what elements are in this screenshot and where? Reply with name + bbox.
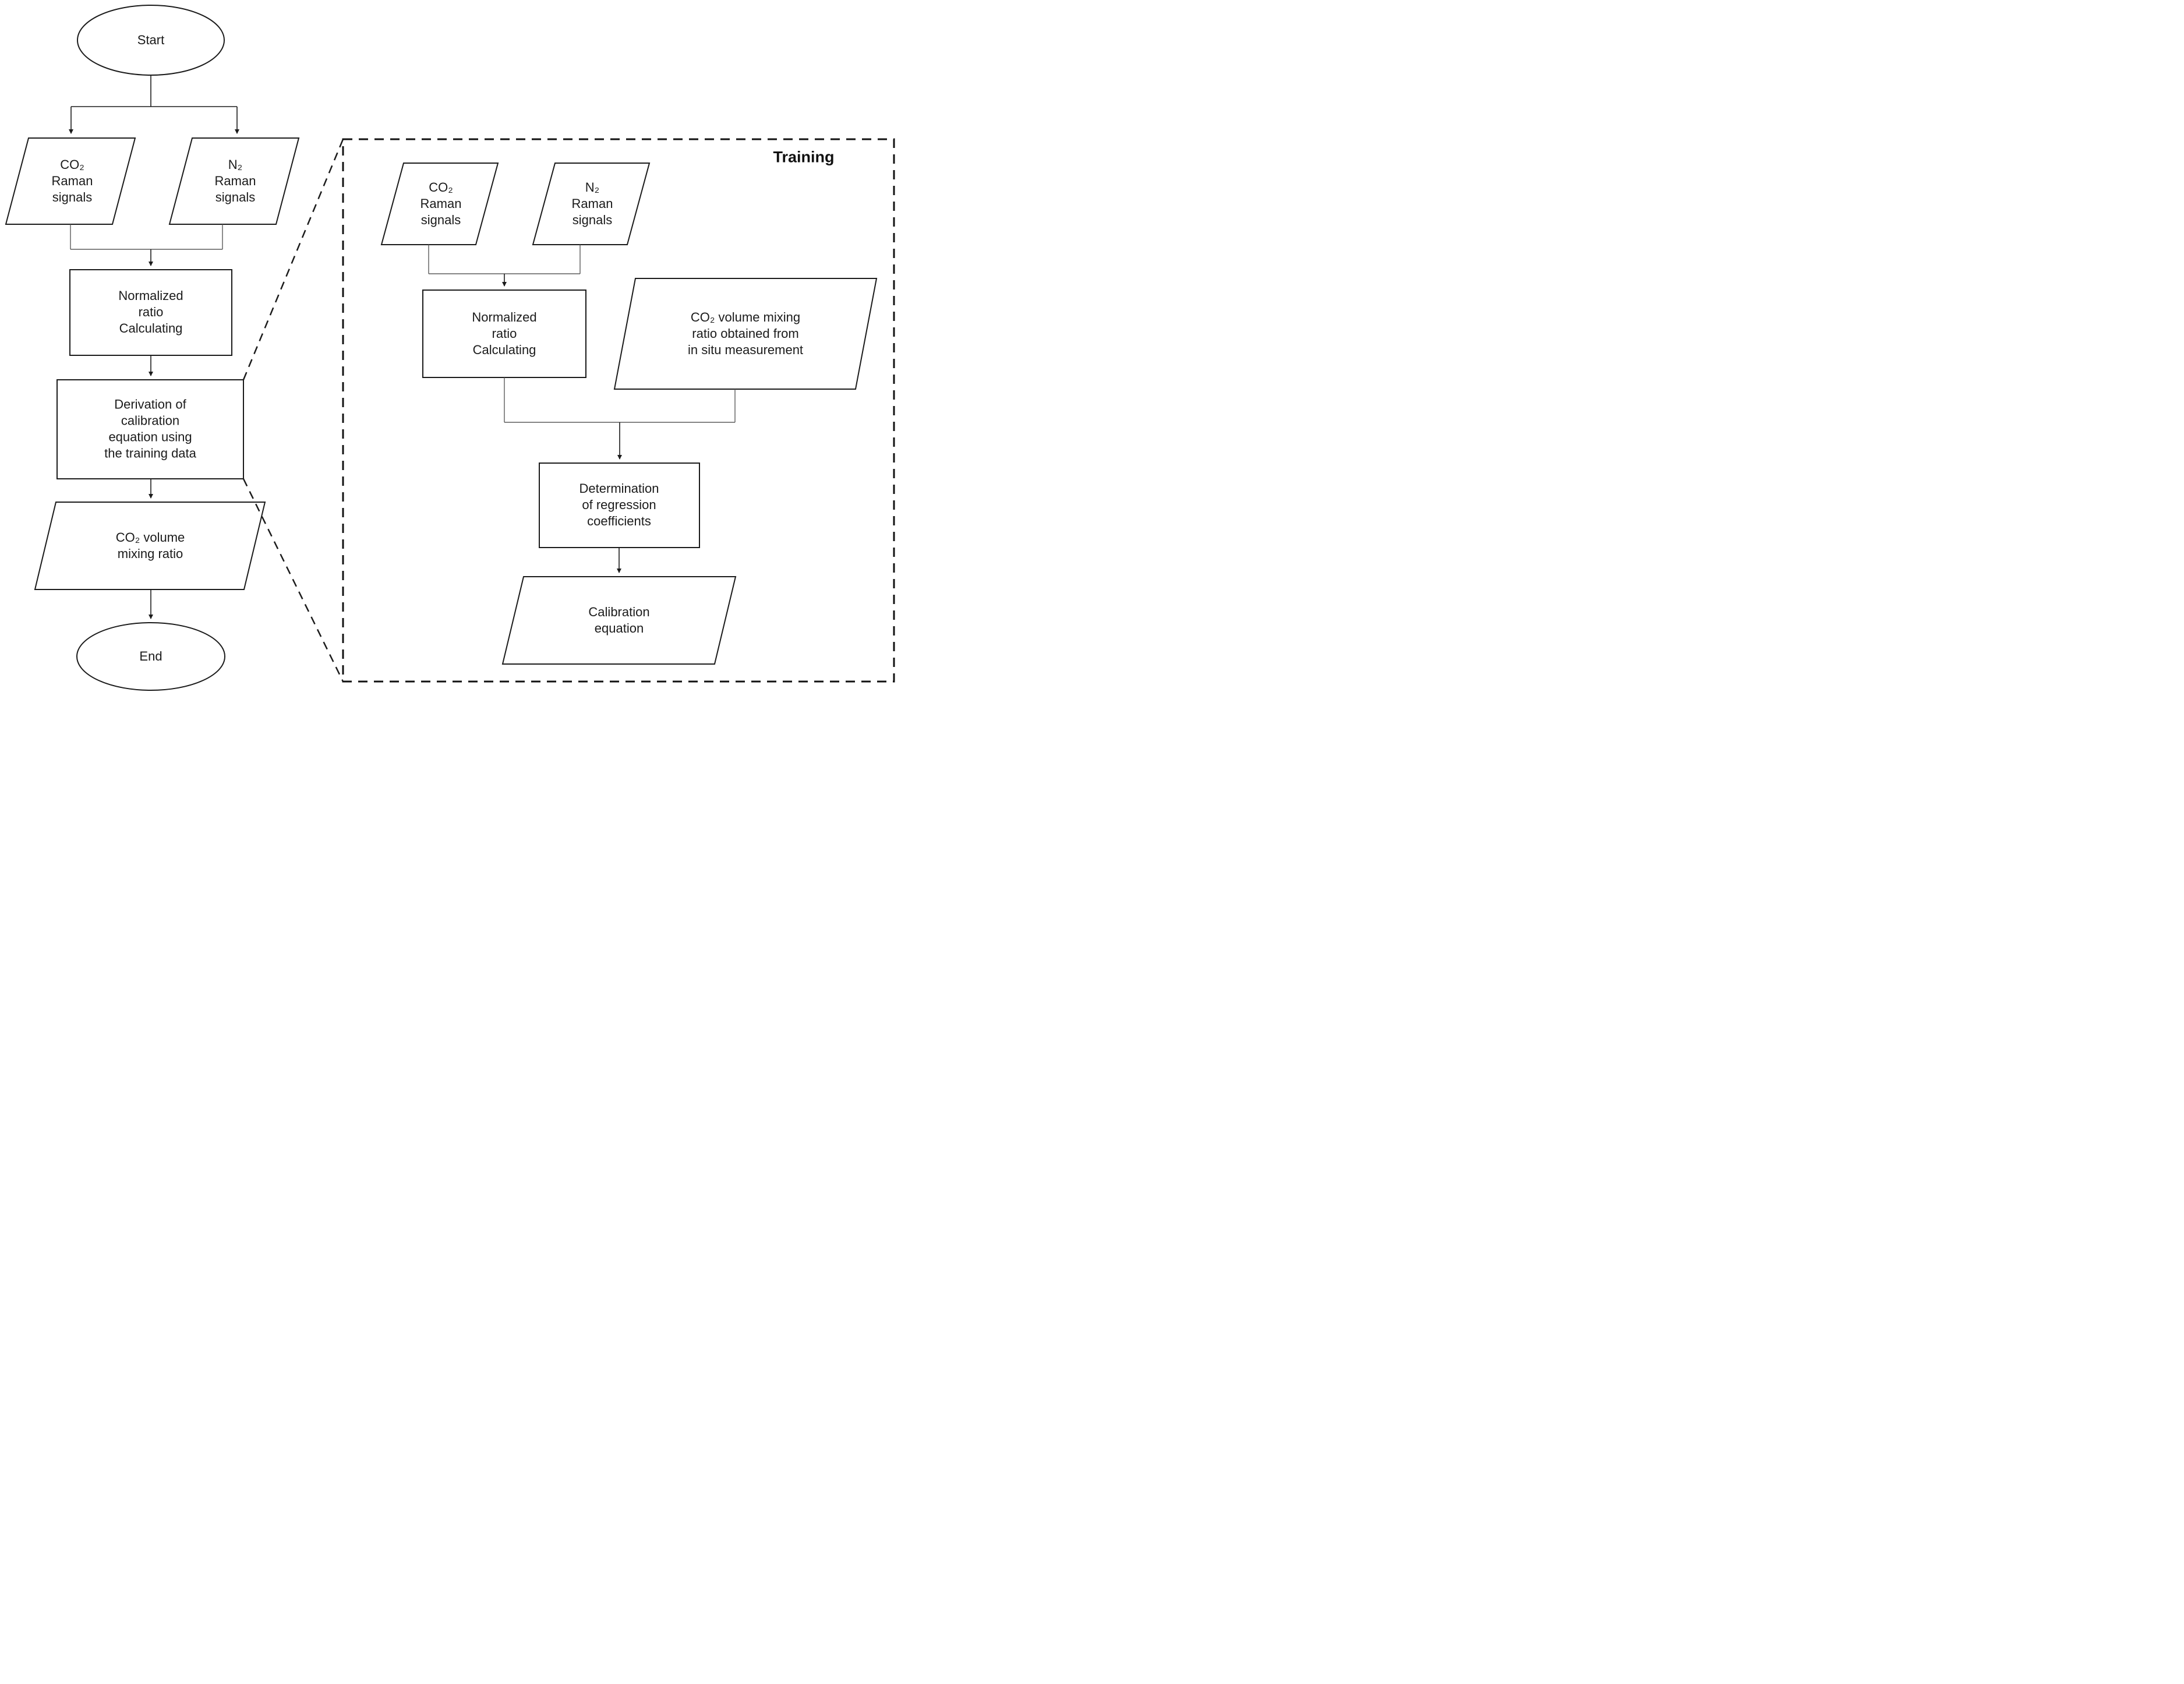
normalized-ratio-left-box-shape [69,269,232,356]
normalized-ratio-right-box-shape [422,290,586,378]
dashed-link-top [242,139,344,380]
end-ellipse-shape [76,622,225,691]
start-ellipse-shape [77,5,225,76]
n2-raman-right-parallelogram-shape [532,163,651,245]
determination-box-shape [539,463,700,548]
flowchart-canvas: Start CO₂ Raman signals N₂ Raman signals… [0,0,903,696]
in-situ-parallelogram-shape [613,278,878,390]
calibration-equation-parallelogram-shape [501,576,737,665]
co2-raman-left-parallelogram-shape [5,137,136,225]
training-dashed-box-shape [342,138,895,683]
flowchart-shapes-layer [5,5,895,691]
derivation-box-shape [56,379,244,479]
n2-raman-left-parallelogram-shape [168,137,300,225]
co2-raman-right-parallelogram-shape [380,163,499,245]
dashed-link-bottom [242,478,344,682]
co2-vmr-parallelogram-shape [34,502,266,590]
